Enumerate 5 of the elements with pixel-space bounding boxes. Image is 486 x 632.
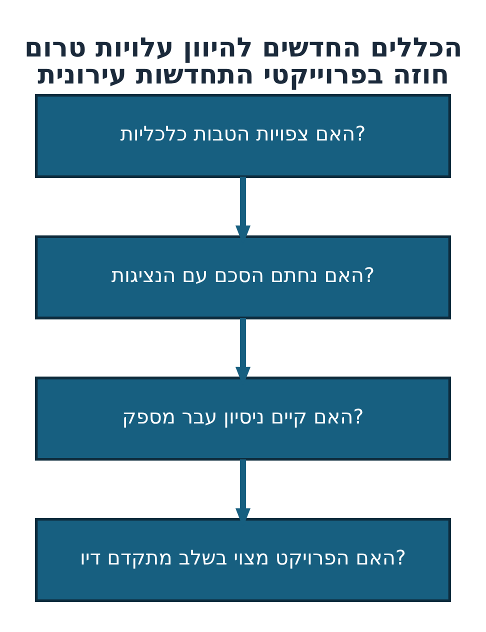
node-box: האם הפרויקט מצוי בשלב מתקדם דיו?: [35, 518, 451, 602]
node-box: האם צפויות הטבות כלכליות?: [35, 94, 451, 178]
node-box: האם נחתם הסכם עם הנציגות?: [35, 235, 451, 320]
diagram-title: הכללים החדשים להיוון עלויות טרום חוזה בפרוייקטי התחדשות עירונית: [24, 32, 462, 90]
node-box: האם קיים ניסיון עבר מספק?: [35, 376, 451, 461]
